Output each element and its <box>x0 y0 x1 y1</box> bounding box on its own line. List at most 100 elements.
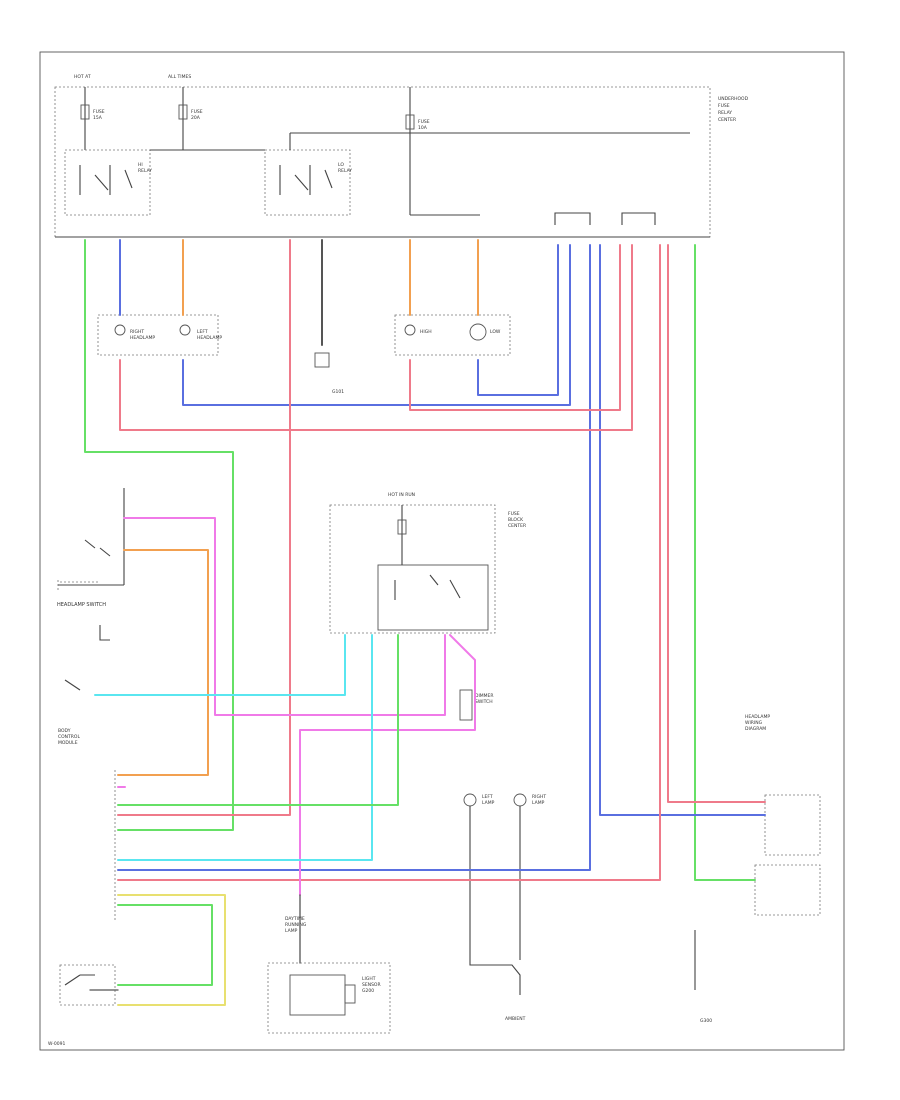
left-headlamp-box <box>97 314 219 356</box>
label-lamp-2b: LAMP <box>532 800 545 806</box>
lamp-filament-1 <box>114 324 126 336</box>
label-fuse-1b: 15A <box>93 115 103 121</box>
dimmer-switch-symbol <box>459 689 473 721</box>
label-lamp-1: LEFT <box>482 794 493 800</box>
ambient-sensor-eye <box>344 984 356 1004</box>
horn-symbol <box>314 352 330 368</box>
headlamp-switch-area: HEADLAMP SWITCH <box>57 488 125 691</box>
label-relay-1b: RELAY <box>138 168 152 174</box>
underhood-fuse-relay-block: HOT AT ALL TIMES FUSE 15A FUSE 20A FUSE … <box>54 74 749 238</box>
label-underhood-2: FUSE <box>718 103 730 109</box>
fuse-block-center: HOT IN RUN FUSE BLOCK CENTER DIMMER SWIT… <box>329 492 526 721</box>
fuse-block-outline <box>54 86 711 238</box>
wire-magenta-1 <box>123 517 446 716</box>
switch2 <box>99 625 110 641</box>
label-hot-at-all-times-2: ALL TIMES <box>168 74 191 80</box>
label-fuse-3: FUSE <box>418 119 430 125</box>
wire-blue-3 <box>477 244 559 396</box>
right-module-bottom <box>754 864 821 916</box>
label-underhood-4: CENTER <box>718 117 736 123</box>
wire-pink-2 <box>409 244 621 411</box>
outer-frame <box>39 51 845 1051</box>
wire-blue-5 <box>599 244 766 816</box>
label-fuse-center-1: FUSE <box>508 511 520 517</box>
label-fuse-2b: 20A <box>191 115 201 121</box>
switch-contact <box>84 539 111 557</box>
wire-blue-2 <box>182 244 571 406</box>
label-g300: G300 <box>700 1018 712 1024</box>
center-relay-box <box>377 564 489 631</box>
lower-lamps: LEFT LAMP RIGHT LAMP AMBIENT <box>463 793 546 1022</box>
label-headlamp-1: RIGHT <box>130 329 144 335</box>
label-daytime-1: DAYTIME <box>285 916 305 922</box>
label-relay-2: LO <box>338 162 344 168</box>
lamp-filament-3 <box>404 324 416 336</box>
fuse-3-symbol <box>405 114 415 130</box>
label-fuse-center-3: CENTER <box>508 523 526 529</box>
label-fuse-3b: 10A <box>418 125 428 131</box>
wire-green-right <box>694 244 756 881</box>
label-headlamp-switch: HEADLAMP SWITCH <box>57 602 106 608</box>
label-dimmer-1: DIMMER <box>475 693 494 699</box>
label-ground-1: G101 <box>332 389 344 395</box>
label-legend-3: DIAGRAM <box>745 726 766 732</box>
wires <box>84 239 766 1006</box>
label-horn-1: HIGH <box>420 329 432 335</box>
right-module: HEADLAMP WIRING DIAGRAM G300 W-0091 <box>48 714 821 1047</box>
label-headlamp-2: LEFT <box>197 329 208 335</box>
label-legend-2: WIRING <box>745 720 763 726</box>
label-horn-2: LOW <box>490 329 501 335</box>
connector-brackets <box>554 212 656 225</box>
label-fuse-1: FUSE <box>93 109 105 115</box>
wire-cyan-2 <box>117 634 373 861</box>
wire-pink-3 <box>117 239 291 816</box>
label-headlamp-1b: HEADLAMP <box>130 335 155 341</box>
label-underhood-1: UNDERHOOD <box>718 96 749 102</box>
right-lamp-bulb <box>513 793 527 807</box>
center-block-outline <box>329 504 496 634</box>
wire-magenta-2 <box>299 634 476 896</box>
wire-green-center <box>117 634 399 806</box>
label-legend-1: HEADLAMP <box>745 714 770 720</box>
wire-yellow-1 <box>117 894 226 1006</box>
wire-orange-4 <box>117 549 209 776</box>
right-module-top <box>764 794 821 856</box>
center-fuse-symbol <box>397 519 407 535</box>
fuse-2-symbol <box>178 104 188 120</box>
label-fuse-2: FUSE <box>191 109 203 115</box>
hi-relay-contacts <box>79 165 133 195</box>
lower-switch-contact <box>64 974 95 986</box>
switch3-contact <box>64 679 81 691</box>
body-control-module: BODY CONTROL MODULE <box>58 728 116 1006</box>
label-dimmer-2: SWITCH <box>475 699 493 705</box>
label-daytime-3: LAMP <box>285 928 298 934</box>
label-daytime-2: RUNNING <box>285 922 307 928</box>
label-lamp-2: RIGHT <box>532 794 546 800</box>
label-bcm-2: CONTROL <box>58 734 80 740</box>
label-lamp-1b: LAMP <box>482 800 495 806</box>
wire-green-bottom <box>117 904 213 986</box>
label-ambient-3: G200 <box>362 988 374 994</box>
label-bcm-3: MODULE <box>58 740 78 746</box>
center-relay-contacts <box>394 574 461 600</box>
headlamp-section: RIGHT HEADLAMP LEFT HEADLAMP HIGH LOW G1… <box>97 314 511 395</box>
switch-dash <box>57 580 100 590</box>
label-hot-at-all-times-1: HOT AT <box>74 74 91 80</box>
left-lamp-bulb <box>463 793 477 807</box>
fuse-1-symbol <box>80 104 90 120</box>
lower-switch-box <box>59 964 116 1006</box>
lo-relay-box <box>264 149 351 216</box>
wire-cyan-1 <box>94 634 346 696</box>
label-ambient-2: SENSOR <box>362 982 381 988</box>
wire-pink-5 <box>667 244 766 803</box>
label-fuse-center-2: BLOCK <box>508 517 524 523</box>
label-relay-2b: RELAY <box>338 168 352 174</box>
wire-pink-4 <box>117 244 661 881</box>
wire-green-left <box>84 239 234 831</box>
left-lamp-ground <box>469 806 521 995</box>
label-page-code: W-0091 <box>48 1041 65 1047</box>
right-headlamp-box <box>394 314 511 356</box>
label-g200: AMBIENT <box>505 1016 526 1022</box>
ambient-sensor-box <box>267 962 391 1034</box>
